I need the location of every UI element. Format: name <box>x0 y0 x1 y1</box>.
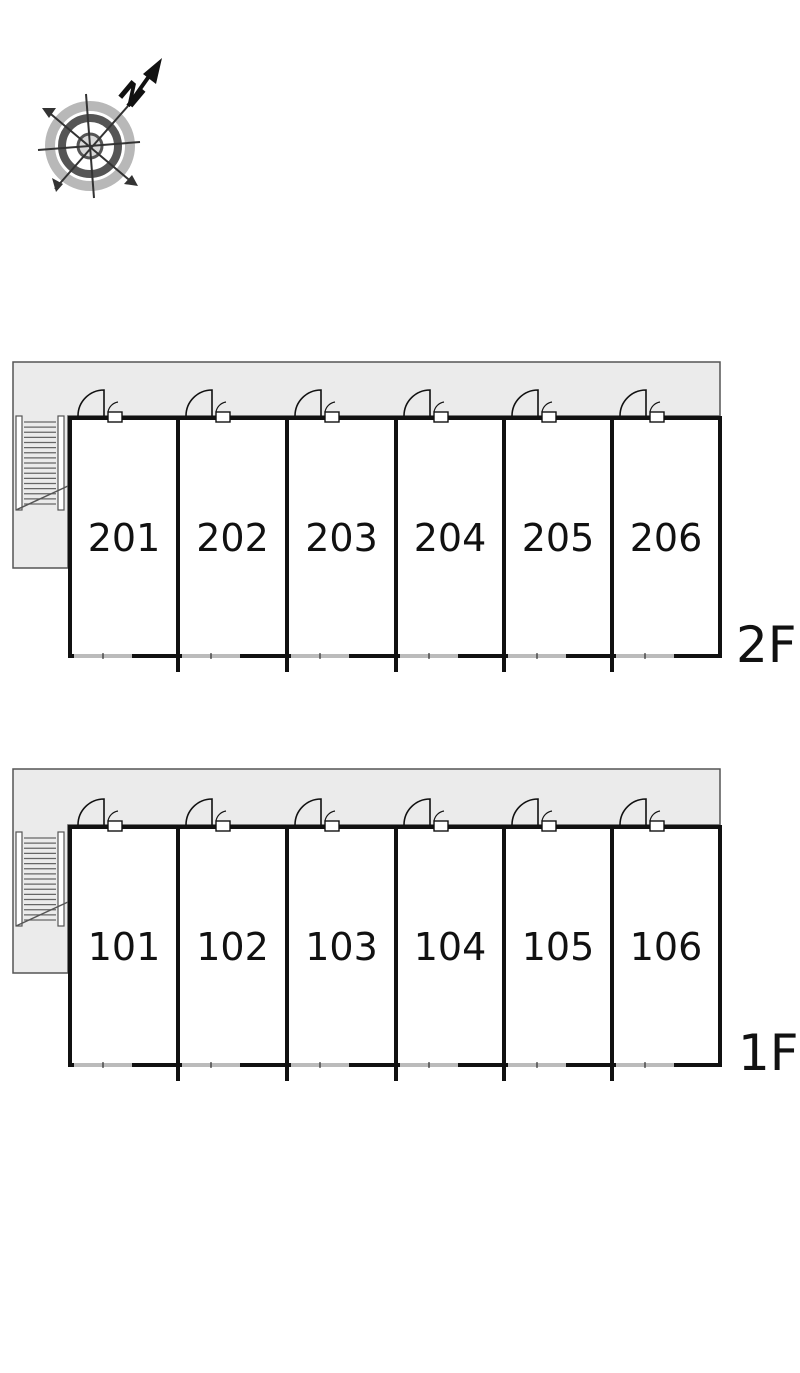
floor-label-2f: 2F <box>736 616 797 674</box>
door-icon <box>185 798 231 832</box>
room-number-104: 104 <box>414 925 487 969</box>
window-mark <box>616 653 674 659</box>
room-number-105: 105 <box>522 925 595 969</box>
room-number-101: 101 <box>88 925 161 969</box>
staircase <box>15 415 69 511</box>
compass-rose-icon: N <box>37 58 162 199</box>
door-icon <box>511 798 557 832</box>
staircase <box>15 831 69 927</box>
window-mark <box>400 1062 458 1068</box>
window-mark <box>508 1062 566 1068</box>
window-mark <box>182 653 240 659</box>
door-icon <box>77 389 123 423</box>
floor-2f-plan: 201 202 203 204 205 206 2F <box>12 361 797 674</box>
window-mark <box>74 1062 132 1068</box>
room-number-106: 106 <box>630 925 703 969</box>
window-mark <box>508 653 566 659</box>
floor-1f-plan: 101 102 103 104 105 106 1F <box>12 768 799 1082</box>
room-number-206: 206 <box>630 516 703 560</box>
door-icon <box>619 798 665 832</box>
door-icon <box>511 389 557 423</box>
door-icon <box>403 798 449 832</box>
door-icon <box>294 798 340 832</box>
window-mark <box>182 1062 240 1068</box>
room-number-204: 204 <box>414 516 487 560</box>
window-mark <box>291 653 349 659</box>
room-number-203: 203 <box>305 516 378 560</box>
door-icon <box>77 798 123 832</box>
room-number-102: 102 <box>196 925 269 969</box>
window-mark <box>400 653 458 659</box>
window-mark <box>291 1062 349 1068</box>
window-mark <box>616 1062 674 1068</box>
door-icon <box>294 389 340 423</box>
room-number-201: 201 <box>88 516 161 560</box>
window-mark <box>74 653 132 659</box>
door-icon <box>185 389 231 423</box>
floor-label-1f: 1F <box>738 1024 799 1082</box>
room-number-103: 103 <box>305 925 378 969</box>
room-number-202: 202 <box>196 516 269 560</box>
door-icon <box>403 389 449 423</box>
room-number-205: 205 <box>522 516 595 560</box>
door-icon <box>619 389 665 423</box>
